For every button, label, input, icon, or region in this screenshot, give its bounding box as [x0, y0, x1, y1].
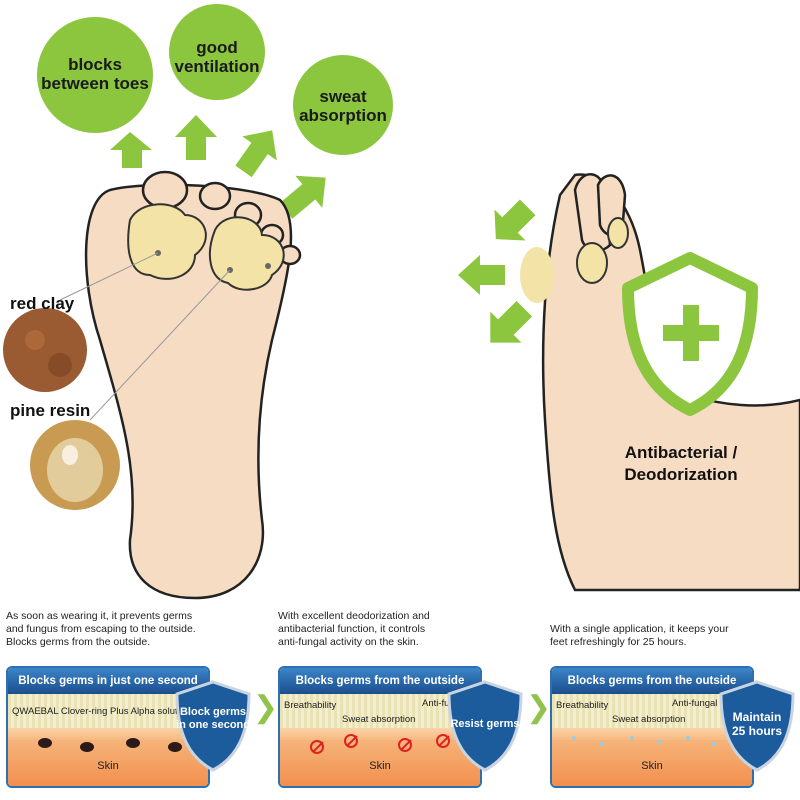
- pine-resin-label: pine resin: [10, 401, 91, 420]
- panel-header: Blocks germs from the outside: [280, 668, 480, 694]
- panel-header: Blocks germs from the outside: [552, 668, 752, 694]
- skin-label: Skin: [641, 760, 663, 772]
- antibacterial-label: Antibacterial / Deodorization: [624, 443, 738, 484]
- panel-box: Blocks germs from the outside Breathabil…: [278, 666, 482, 788]
- red-clay-label: red clay: [10, 294, 75, 313]
- chevron-right-icon: ❯: [253, 691, 279, 724]
- toe: [198, 181, 232, 211]
- benefit-sweat-text: sweat absorption: [299, 87, 387, 125]
- arrow-icon: [175, 115, 217, 160]
- panel-1: As soon as wearing it, it prevents germs…: [6, 610, 268, 800]
- arrow-icon: [279, 175, 326, 219]
- arrow-icon: [235, 130, 277, 178]
- shield-icon: [175, 680, 251, 772]
- skin-label: Skin: [369, 760, 391, 772]
- shield-icon: [447, 680, 523, 772]
- panel-2: With excellent deodorization and antibac…: [278, 610, 540, 800]
- sweat-absorption-label: Sweat absorption: [612, 714, 686, 725]
- breathability-label: Breathability: [556, 700, 609, 711]
- benefit-bubble-ventilation: [169, 4, 265, 100]
- toe: [141, 170, 189, 210]
- shield-text: Block germs in one second: [176, 706, 250, 731]
- clover-pad: [520, 247, 554, 303]
- clover-pad: [576, 242, 608, 284]
- blocked-germ-icon: [344, 734, 358, 748]
- blocked-germ-icon: [436, 734, 450, 748]
- arrow-icon: [494, 199, 536, 241]
- germ-icon: [168, 742, 182, 752]
- arrow-icon: [490, 300, 533, 343]
- panel-caption: With a single application, it keeps your…: [550, 623, 729, 648]
- panel-3: With a single application, it keeps your…: [550, 610, 800, 800]
- sweat-absorption-label: Sweat absorption: [342, 714, 416, 725]
- breathability-label: Breathability: [284, 700, 337, 711]
- panel-caption: As soon as wearing it, it prevents germs…: [6, 610, 196, 648]
- germ-icon: [38, 738, 52, 748]
- arrow-icon: [458, 255, 505, 295]
- benefit-toes-text: blocks between toes: [41, 55, 149, 93]
- clover-pad: [607, 217, 629, 249]
- panel-box: Blocks germs in just one second QWAEBAL …: [6, 666, 210, 788]
- panel-caption: With excellent deodorization and antibac…: [278, 610, 430, 648]
- benefit-bubble-toes: [37, 17, 153, 133]
- anti-fungal-label: Anti-fungal: [672, 698, 718, 709]
- foot-illustration: [3, 4, 800, 600]
- shield-plus-icon: [622, 252, 758, 416]
- germ-icon: [80, 742, 94, 752]
- shield-text: Maintain 25 hours: [731, 710, 782, 738]
- arrow-icon: [110, 132, 152, 168]
- benefit-bubble-sweat: [293, 55, 393, 155]
- panel-header: Blocks germs in just one second: [8, 668, 208, 694]
- solution-label: QWAEBAL Clover-ring Plus Alpha solution: [12, 706, 191, 717]
- anti-fungal-label: Anti-fungal: [422, 698, 468, 709]
- blocked-germ-icon: [398, 738, 412, 752]
- shield-text: Resist germs: [450, 718, 520, 730]
- clover-pad: [127, 203, 207, 280]
- benefit-ventilation-text: good ventilation: [174, 38, 260, 76]
- chevron-right-icon: ❯: [526, 691, 552, 724]
- germ-icon: [126, 738, 140, 748]
- panel-box: Blocks germs from the outside Breathabil…: [550, 666, 754, 788]
- shield-icon: [719, 680, 795, 772]
- skin-label: Skin: [97, 760, 119, 772]
- red-clay-image: [3, 308, 87, 392]
- blocked-germ-icon: [310, 740, 324, 754]
